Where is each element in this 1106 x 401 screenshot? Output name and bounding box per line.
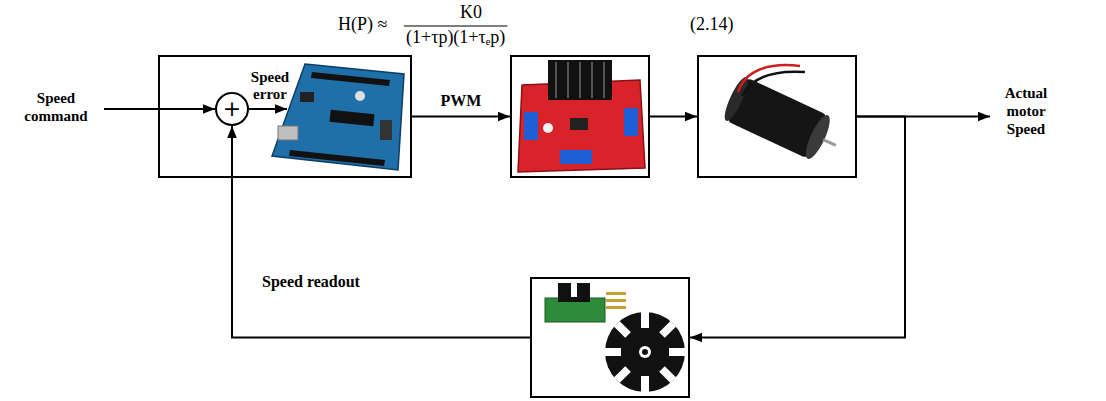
input-label: Speed command	[10, 89, 102, 125]
formula-denominator: (1+τp)(1+τₑp)	[406, 28, 505, 48]
formula-numerator: K0	[460, 3, 482, 23]
sensor-box	[530, 277, 690, 398]
signal-arrow	[650, 116, 697, 118]
motor-box	[697, 55, 857, 178]
signal-arrow	[412, 116, 510, 118]
formula-lhs: H(P) ≈	[338, 15, 387, 35]
fraction-bar	[404, 25, 507, 26]
motor-driver-board	[518, 60, 645, 172]
dc-motor	[721, 65, 846, 167]
driver-box	[510, 55, 650, 178]
output-label: Actual motor Speed	[993, 84, 1059, 138]
arduino-board	[272, 64, 404, 170]
error-arrow	[249, 108, 287, 110]
controller-box: Speed error+	[158, 55, 412, 178]
signal-arrow	[690, 117, 905, 338]
summing-junction: +	[215, 92, 249, 126]
sum-sign: +	[223, 98, 241, 120]
signal-arrow	[232, 126, 530, 338]
speed-sensor	[545, 283, 685, 392]
signal-label: Speed readout	[262, 272, 360, 291]
equation-number: (2.14)	[690, 15, 734, 35]
error-label: Speed error	[241, 69, 299, 104]
signal-label: PWM	[441, 91, 482, 110]
